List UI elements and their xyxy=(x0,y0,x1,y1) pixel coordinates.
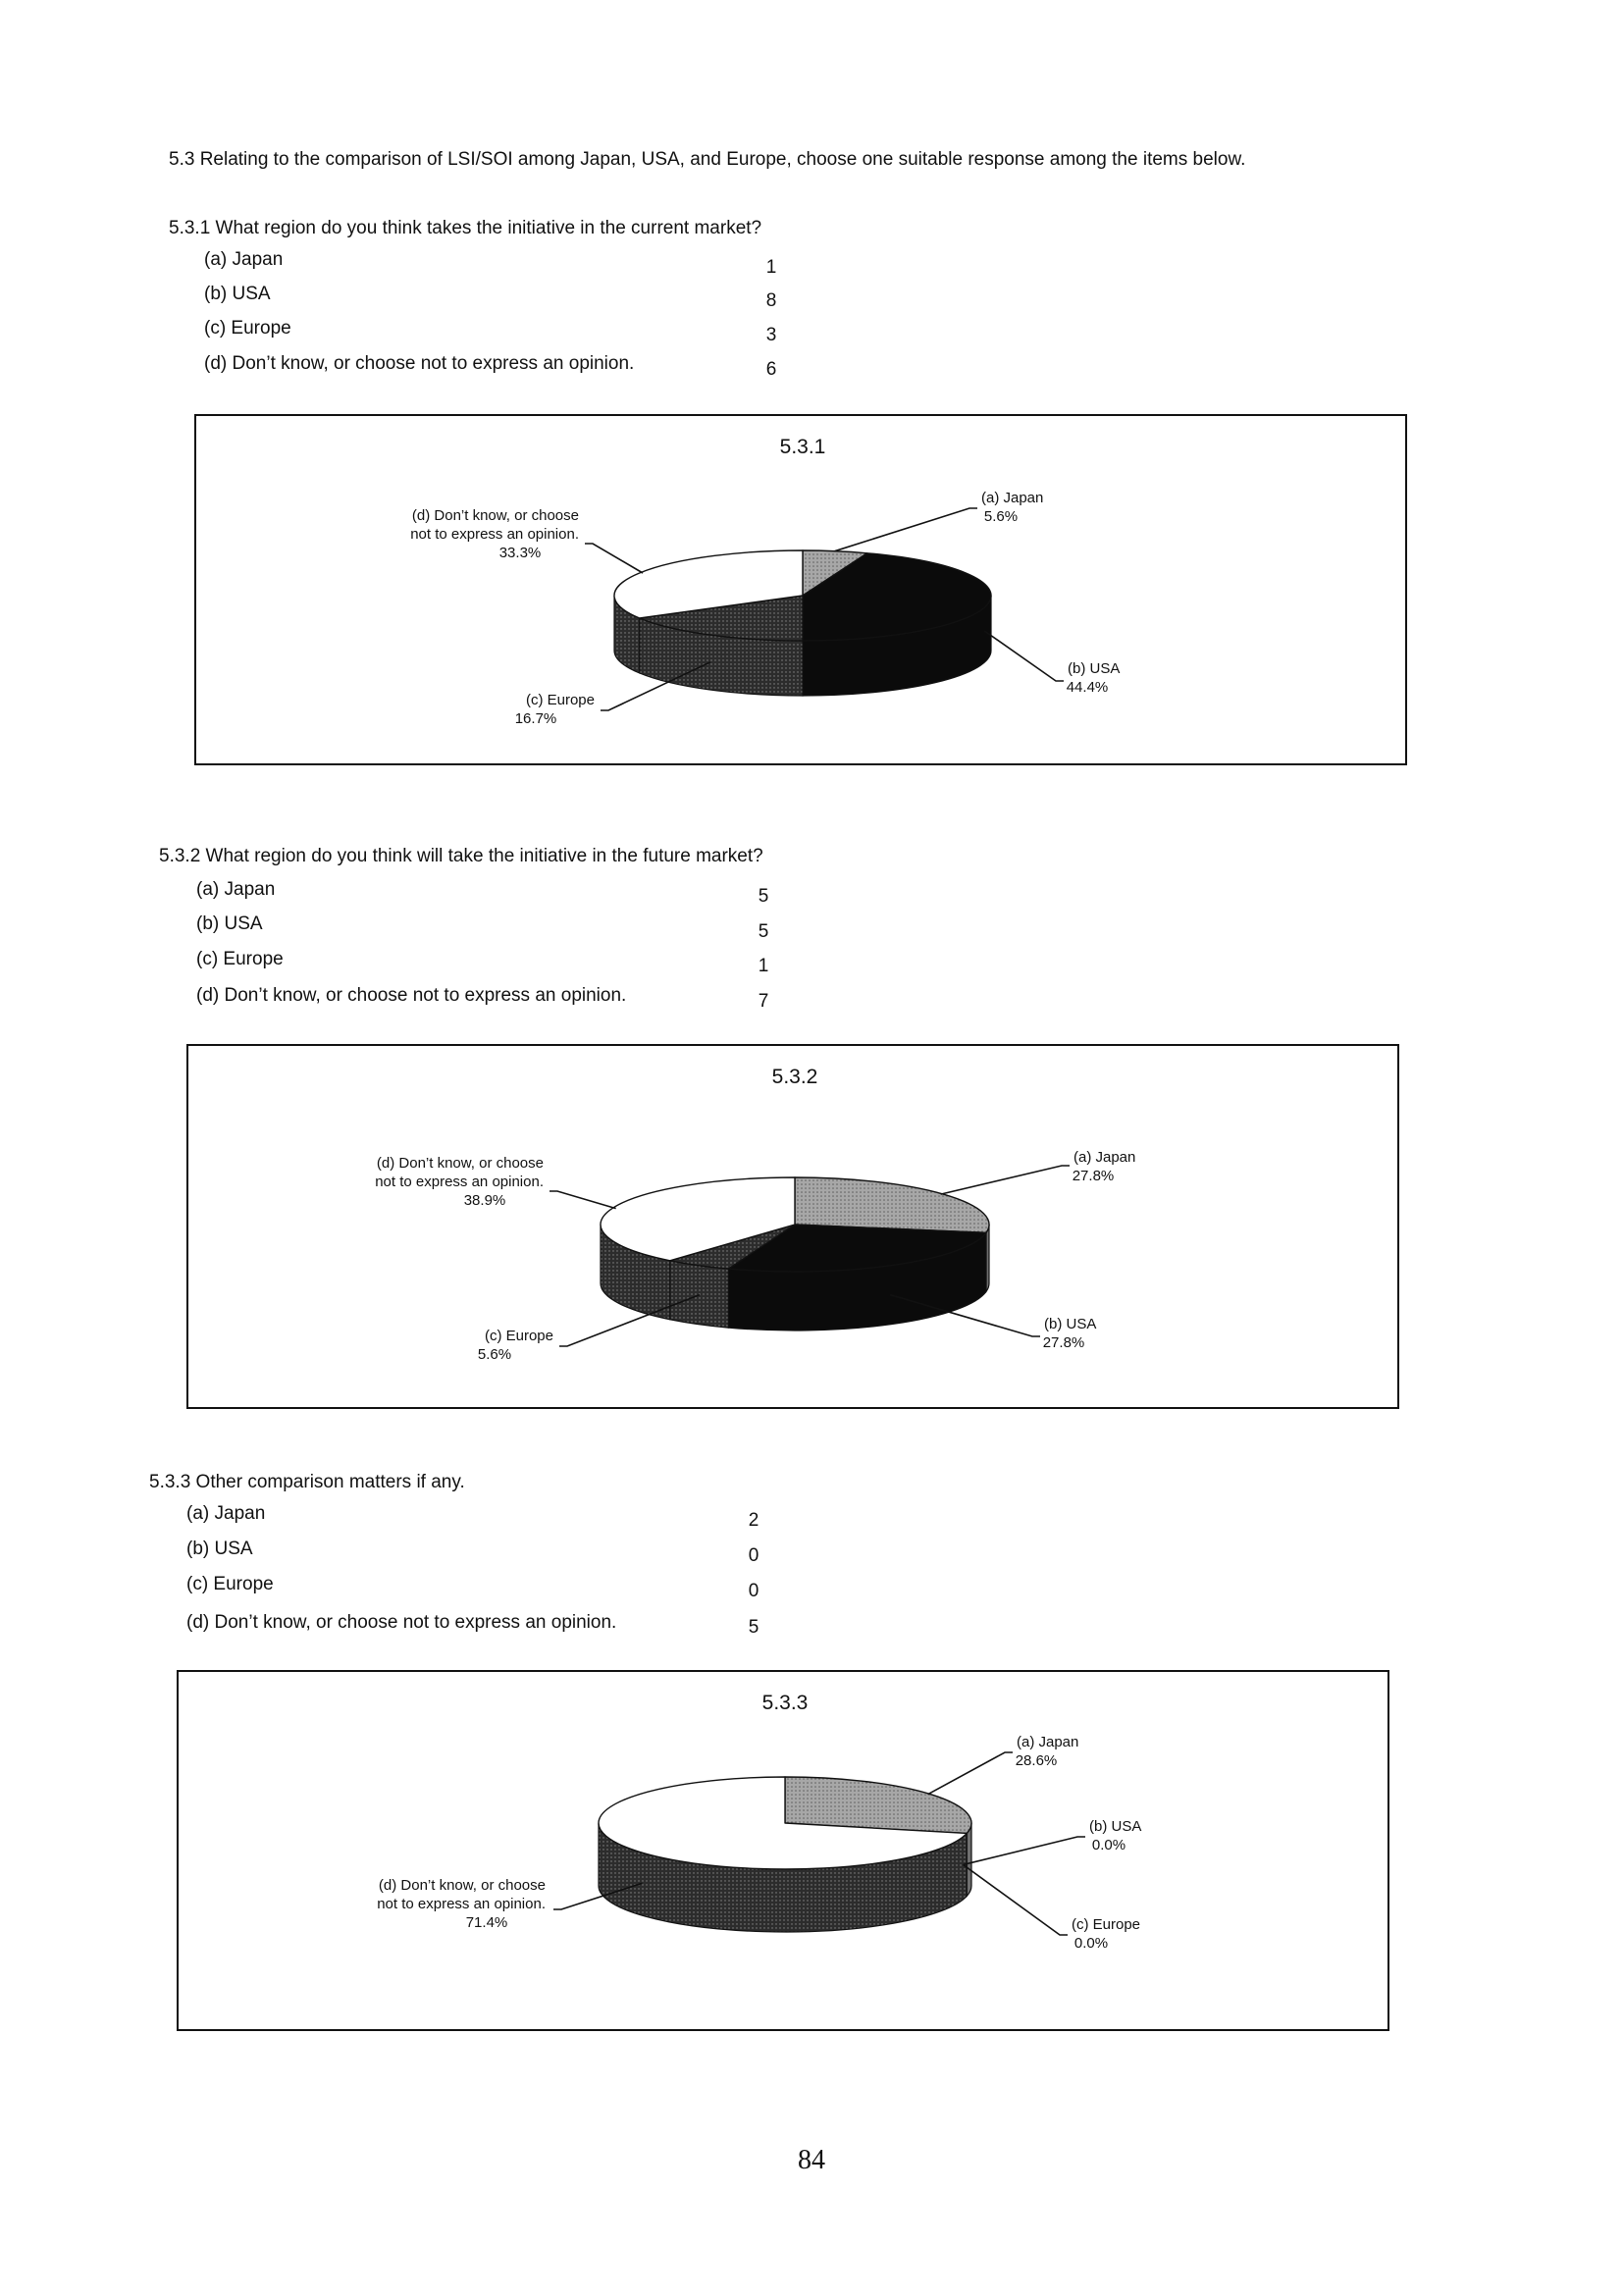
option-europe-count: 0 xyxy=(748,1581,759,1601)
option-no-opinion-count: 6 xyxy=(765,359,777,380)
option-usa-count: 5 xyxy=(758,921,769,942)
pie-side-japan xyxy=(966,1822,972,1898)
pie-slice-no-opinion xyxy=(598,1776,968,1870)
pie-top xyxy=(613,549,992,642)
leader-line-usa xyxy=(983,630,1064,682)
option-europe-label: (c) Europe xyxy=(204,318,291,339)
leader-line-europe xyxy=(601,661,711,711)
option-no-opinion-label: (d) Don’t know, or choose not to express… xyxy=(186,1612,617,1633)
option-no-opinion-label: (d) Don’t know, or choose not to express… xyxy=(196,985,627,1006)
option-usa-label: (b) USA xyxy=(196,913,263,934)
option-europe-count: 1 xyxy=(758,956,769,976)
pie-slice-no-opinion xyxy=(613,549,804,619)
leader-line-no-opinion xyxy=(553,1882,643,1910)
pie-slice-japan xyxy=(784,1776,972,1835)
leader-line-usa xyxy=(963,1836,1085,1866)
option-usa-count: 8 xyxy=(765,290,777,311)
option-japan-label: (a) Japan xyxy=(204,249,284,270)
option-no-opinion-count: 7 xyxy=(758,991,769,1012)
chart-title: 5.3.3 xyxy=(762,1692,809,1714)
option-usa-label: (b) USA xyxy=(186,1539,253,1559)
option-no-opinion-label: (d) Don’t know, or choose not to express… xyxy=(204,353,635,374)
option-japan-count: 1 xyxy=(765,257,777,278)
pie-slice-europe xyxy=(639,595,804,642)
pie-side-walls xyxy=(600,1224,990,1331)
option-japan-label: (a) Japan xyxy=(196,879,276,900)
question-5-3-1: 5.3.1 What region do you think takes the… xyxy=(169,218,762,238)
option-no-opinion-count: 5 xyxy=(748,1617,759,1638)
pie-slice-no-opinion xyxy=(600,1176,796,1262)
option-europe-label: (c) Europe xyxy=(196,949,284,969)
pie-side-walls xyxy=(613,595,992,697)
chart-title: 5.3.1 xyxy=(780,436,826,458)
pie-slice-usa xyxy=(727,1224,987,1273)
option-japan-count: 2 xyxy=(748,1510,759,1531)
chart-title: 5.3.2 xyxy=(772,1066,818,1088)
leader-line-europe xyxy=(963,1863,1068,1936)
pie-slice-japan xyxy=(794,1176,990,1234)
leader-line-japan xyxy=(834,507,977,552)
leader-line-europe xyxy=(559,1293,701,1347)
option-europe-count: 3 xyxy=(765,325,777,345)
intro-text: 5.3 Relating to the comparison of LSI/SO… xyxy=(169,149,1246,170)
leader-line-japan xyxy=(927,1751,1013,1796)
pie-top xyxy=(598,1776,972,1870)
page-number: 84 xyxy=(798,2145,825,2175)
option-usa-count: 0 xyxy=(748,1545,759,1566)
option-japan-label: (a) Japan xyxy=(186,1503,266,1524)
option-europe-label: (c) Europe xyxy=(186,1574,274,1594)
leader-line-no-opinion xyxy=(585,543,644,574)
pie-top xyxy=(600,1176,990,1273)
leader-line-japan xyxy=(940,1165,1070,1195)
option-usa-label: (b) USA xyxy=(204,284,271,304)
question-5-3-3: 5.3.3 Other comparison matters if any. xyxy=(149,1472,465,1492)
option-japan-count: 5 xyxy=(758,886,769,907)
leader-line-usa xyxy=(889,1293,1040,1337)
pie-slice-usa xyxy=(802,552,992,642)
leader-line-no-opinion xyxy=(550,1190,616,1210)
question-5-3-2: 5.3.2 What region do you think will take… xyxy=(159,846,763,866)
